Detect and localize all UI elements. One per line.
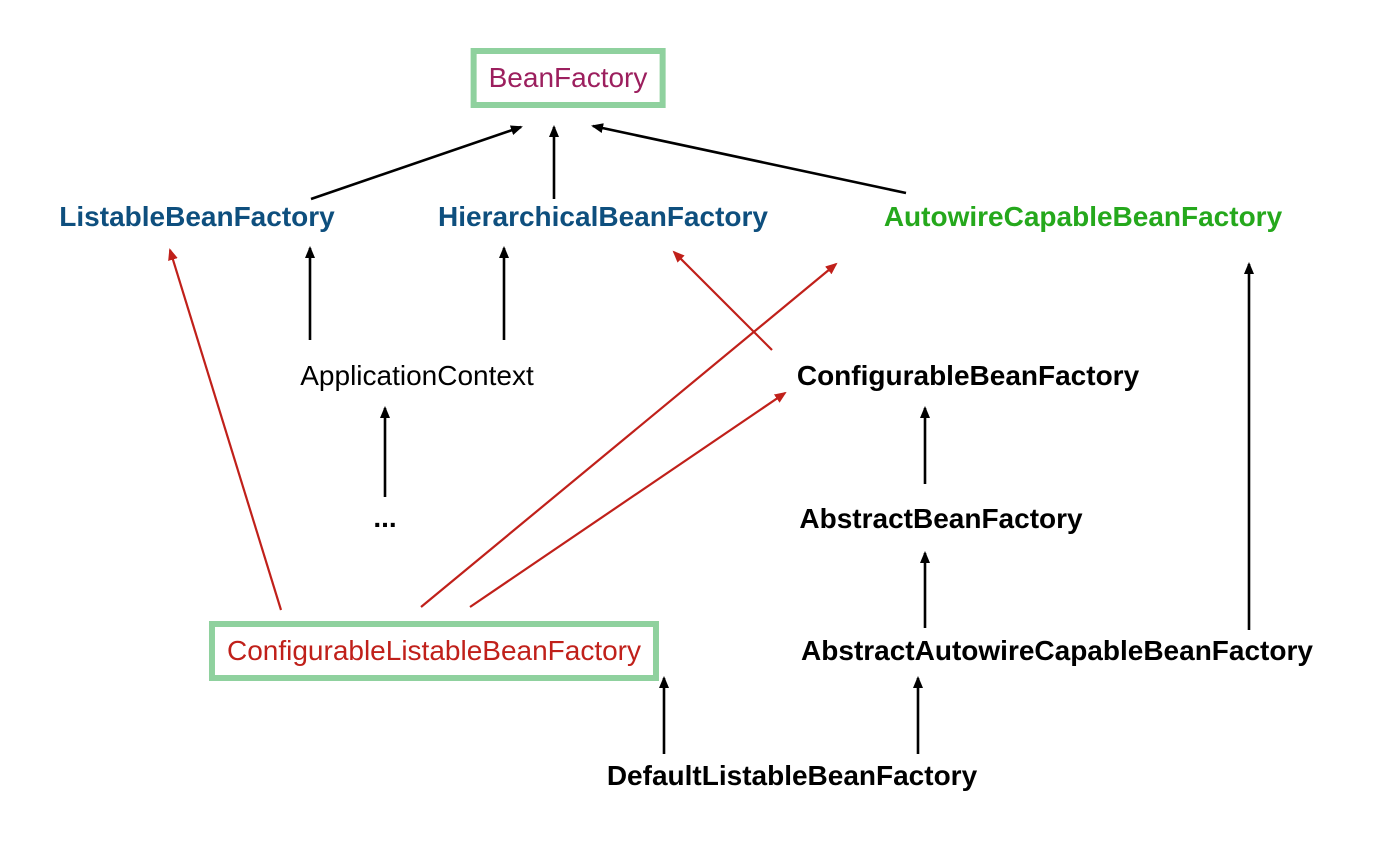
edge-listable-to-beanfactory	[310, 125, 523, 201]
node-abstractautowirecapablebeanfactory: AbstractAutowireCapableBeanFactory	[801, 635, 1313, 666]
edge-cfglistable-to-configurable	[469, 391, 787, 608]
edge-autowire-to-beanfactory	[591, 123, 907, 195]
edge-cfglistable-to-autowire	[420, 262, 838, 608]
node-defaultlistablebeanfactory: DefaultListableBeanFactory	[606, 760, 978, 791]
edge-configurable-to-hierarchical	[672, 250, 773, 351]
node-listablebeanfactory: ListableBeanFactory	[59, 201, 335, 232]
node-autowirecapablebeanfactory: AutowireCapableBeanFactory	[883, 201, 1283, 232]
node-applicationcontext: ApplicationContext	[300, 360, 534, 391]
node-configurablelistablebeanfactory: ConfigurableListableBeanFactory	[208, 621, 660, 681]
node-beanfactory: BeanFactory	[470, 48, 666, 108]
edge-cfglistable-to-listable	[168, 248, 283, 611]
node-ellipsis: ...	[373, 502, 397, 533]
node-abstractbeanfactory: AbstractBeanFactory	[799, 503, 1083, 534]
node-hierarchicalbeanfactory: HierarchicalBeanFactory	[438, 201, 768, 232]
node-configurablebeanfactory: ConfigurableBeanFactory	[796, 360, 1140, 391]
